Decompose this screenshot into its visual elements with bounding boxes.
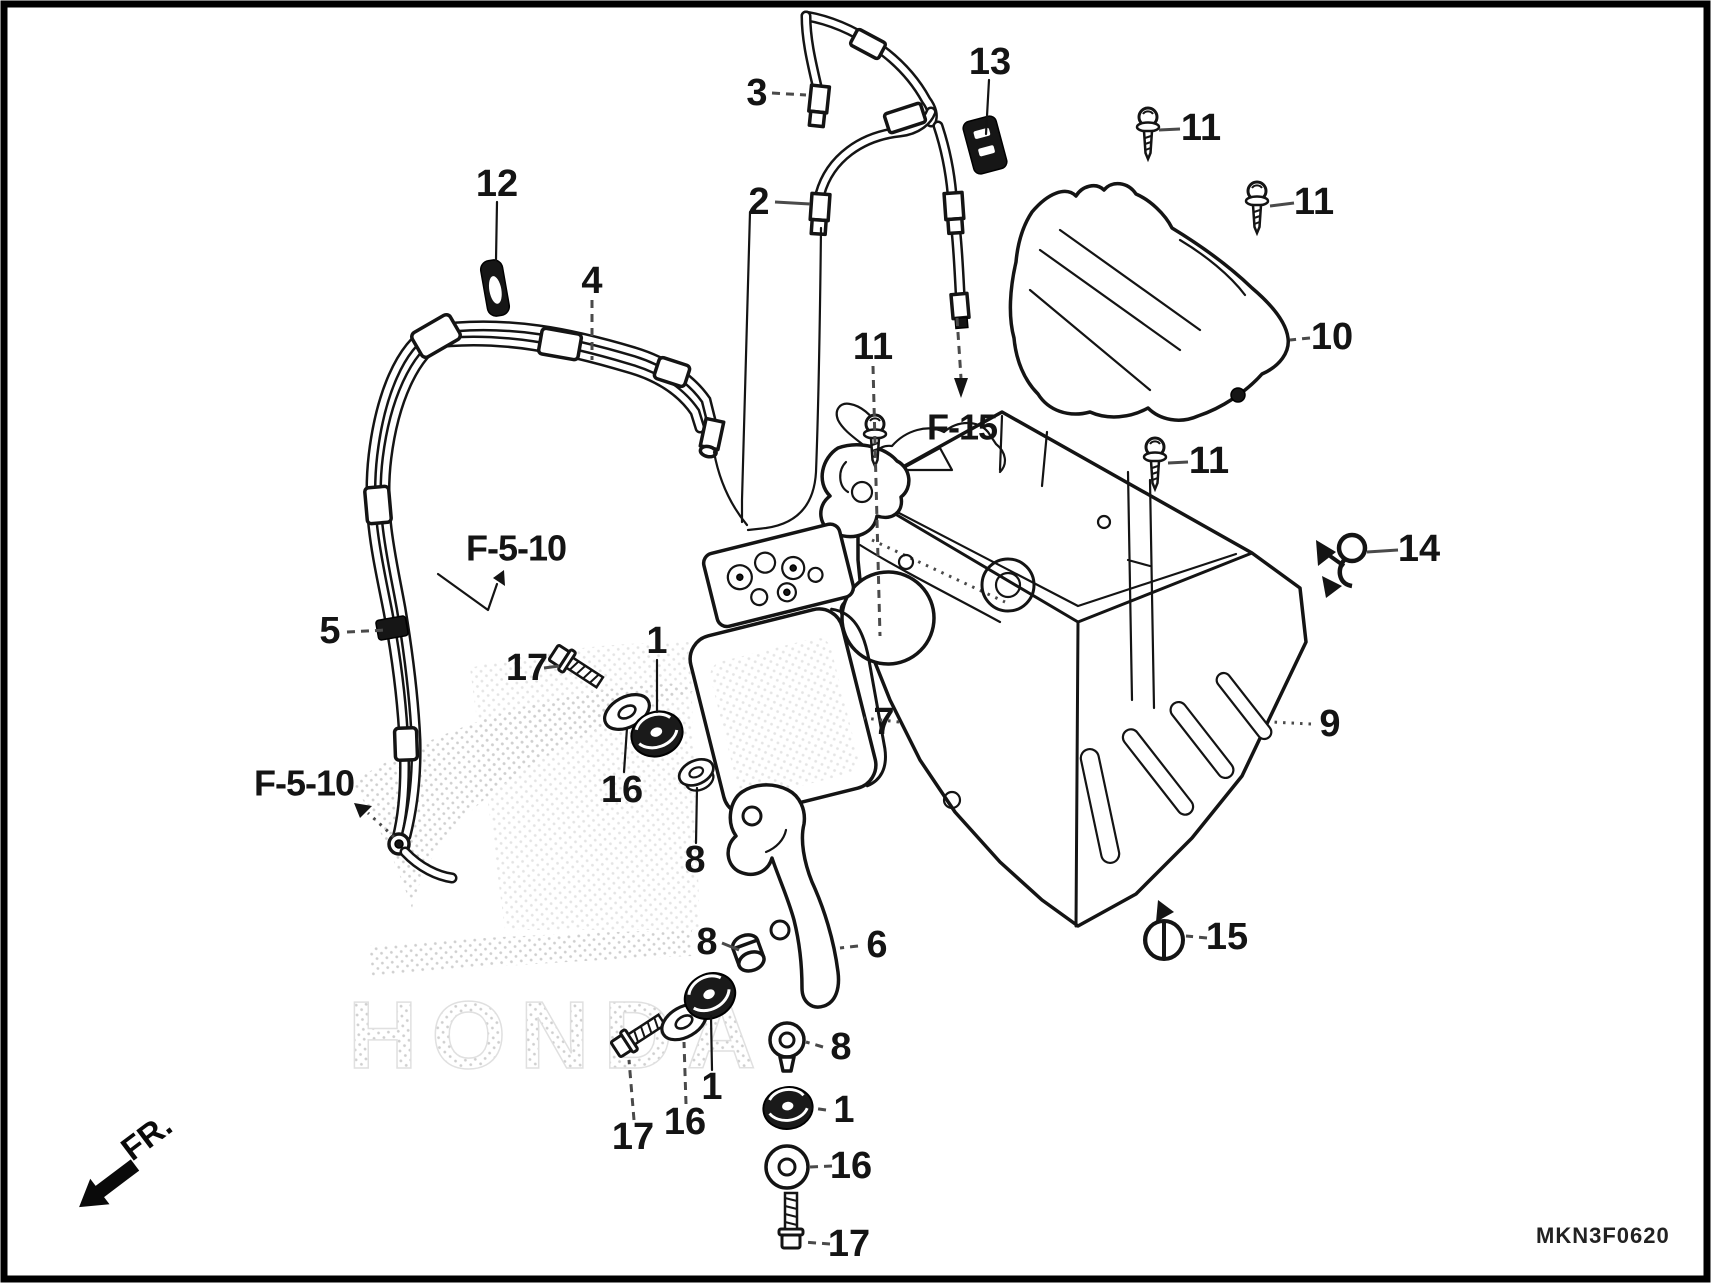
callout-9: 9 [1319,703,1340,745]
brake-hose-assembly-2-3 [740,10,971,532]
mount-bracket-6 [726,783,841,1009]
callout-11-top: 11 [1181,107,1221,149]
hose-joint-5 [375,615,409,641]
fr-arrow-icon [79,1159,140,1208]
callout-15: 15 [1206,916,1248,958]
callout-5: 5 [319,610,340,652]
callout-7: 7 [873,701,894,743]
front-brake-hoses-4-5 [363,312,749,884]
callout-16-upper: 16 [601,769,643,811]
callout-13: 13 [969,41,1011,83]
washer-16-low [764,1144,810,1190]
callout-11-right: 11 [1294,181,1334,223]
callout-6: 6 [866,924,887,966]
callout-2: 2 [748,181,769,223]
clip-14 [1316,532,1368,598]
callout-8-low: 8 [830,1026,851,1068]
clip-12 [479,259,511,317]
grommet-1-low [759,1082,817,1134]
fr-label: FR. [114,1106,179,1168]
ref-label-f510-lower: F-5-10 [254,763,354,804]
leader-lines [346,78,1399,1246]
ref-label-f510-upper: F-5-10 [466,528,566,569]
clip-15 [1143,900,1185,961]
callout-1-upper: 1 [646,620,667,662]
cover-bracket-10 [1008,181,1290,422]
collar-8-mid [730,933,766,973]
callout-1-mid: 1 [701,1066,722,1108]
callout-1-low: 1 [833,1089,854,1131]
bolt-11-top [1135,106,1161,161]
callout-17-upper: 17 [506,647,548,689]
abs-modulator-7 [688,522,936,817]
ref-label-f15: F-15 [927,407,998,448]
battery-tray-9 [835,402,1308,928]
callout-11-tray: 11 [1189,440,1229,482]
bolt-11-tray [1142,436,1168,491]
hose-clamp-13 [962,115,1008,175]
front-direction-arrow: FR. [79,1106,179,1208]
callout-4: 4 [581,260,602,302]
callout-11-mid: 11 [853,326,893,368]
callout-3: 3 [746,72,767,114]
bolt-17-bottom [777,1191,805,1250]
part-callouts: 3 2 13 11 11 12 4 10 11 11 14 5 17 1 9 1… [319,41,1440,1265]
callout-14: 14 [1398,528,1440,570]
collar-8-low [768,1021,806,1073]
diagram-code: MKN3F0620 [1536,1223,1670,1248]
callout-17-bottom: 17 [828,1223,870,1265]
callout-10: 10 [1311,316,1353,358]
callout-12: 12 [476,163,518,205]
callout-8-upper: 8 [684,839,705,881]
callout-16-left: 16 [664,1101,706,1143]
bolt-11-right [1244,180,1270,235]
callout-17-left: 17 [612,1116,654,1158]
tray-support-bracket [819,443,911,539]
ref-arrow-f15 [954,317,968,398]
callout-8-mid: 8 [696,921,717,963]
callout-16-low: 16 [830,1145,872,1187]
hose-end-fitting-4 [698,416,726,459]
ref-arrow-f510-lower [354,803,396,839]
hose-fitting-3 [807,83,832,129]
ref-arrow-f510-upper [436,570,505,612]
hose-fitting-2 [808,191,832,237]
